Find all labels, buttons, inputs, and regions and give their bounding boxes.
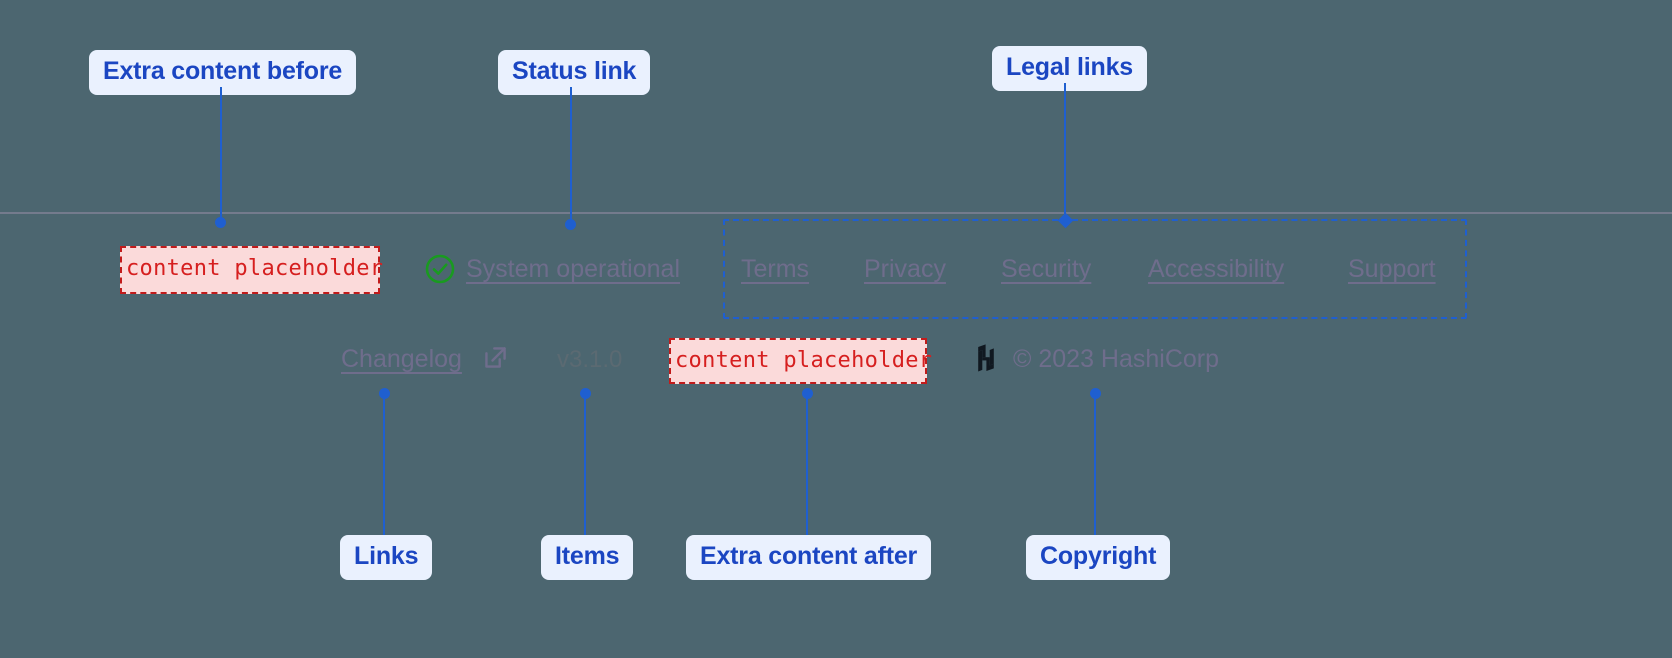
legal-link-privacy[interactable]: Privacy bbox=[864, 255, 946, 283]
annotation-label-legal-links: Legal links bbox=[992, 46, 1148, 91]
footer-top-divider bbox=[0, 212, 1672, 214]
annotation-leader-extra-content-after bbox=[806, 394, 808, 536]
annotation-dot-extra-content-before bbox=[215, 217, 226, 228]
legal-links-highlight-box bbox=[723, 219, 1467, 319]
extra-content-after-placeholder: content placeholder bbox=[669, 338, 932, 384]
annotation-label-extra-content-before: Extra content before bbox=[89, 50, 357, 95]
legal-link-terms[interactable]: Terms bbox=[741, 255, 810, 283]
annotation-label-extra-content-after: Extra content after bbox=[686, 535, 932, 580]
annotation-dot-status-link bbox=[565, 219, 576, 230]
legal-link-accessibility[interactable]: Accessibility bbox=[1148, 255, 1285, 283]
annotation-dot-copyright bbox=[1090, 388, 1101, 399]
annotation-leader-status-link bbox=[570, 87, 572, 226]
annotation-leader-links bbox=[383, 394, 385, 536]
annotation-leader-legal-links bbox=[1064, 83, 1066, 222]
legal-link-security[interactable]: Security bbox=[1001, 255, 1092, 283]
changelog-link[interactable]: Changelog bbox=[341, 345, 462, 373]
status-link[interactable]: System operational bbox=[466, 255, 681, 283]
annotation-label-status-link: Status link bbox=[498, 50, 651, 95]
extra-content-before-placeholder: content placeholder bbox=[120, 246, 383, 294]
annotation-label-copyright: Copyright bbox=[1026, 535, 1171, 580]
annotation-label-links: Links bbox=[340, 535, 433, 580]
hashicorp-logo-icon bbox=[978, 344, 994, 372]
external-link-icon[interactable] bbox=[481, 343, 510, 372]
annotation-dot-extra-content-after bbox=[802, 388, 813, 399]
annotation-label-items: Items bbox=[541, 535, 634, 580]
annotation-leader-items bbox=[584, 394, 586, 536]
version-label: v3.1.0 bbox=[557, 346, 623, 373]
annotation-leader-copyright bbox=[1094, 394, 1096, 536]
copyright-text: © 2023 HashiCorp bbox=[1013, 345, 1220, 373]
annotation-dot-links bbox=[379, 388, 390, 399]
legal-link-support[interactable]: Support bbox=[1348, 255, 1436, 283]
annotation-leader-extra-content-before bbox=[220, 87, 222, 223]
check-circle-icon bbox=[425, 254, 455, 284]
annotation-dot-items bbox=[580, 388, 591, 399]
